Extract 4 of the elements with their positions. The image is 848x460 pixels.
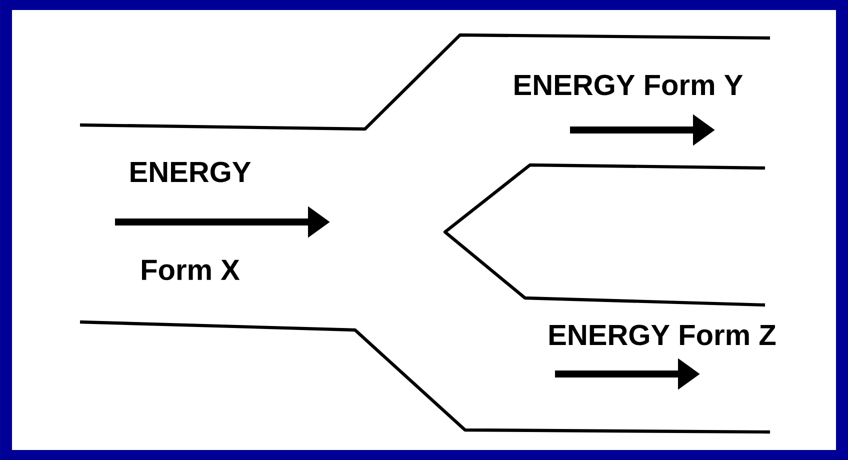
energy-label: ENERGY Form Z xyxy=(550,324,776,346)
energy-label: ENERGY Form Y xyxy=(514,74,743,96)
energy-label: ENERGY xyxy=(130,162,251,182)
energy-label: Form X xyxy=(142,260,240,280)
